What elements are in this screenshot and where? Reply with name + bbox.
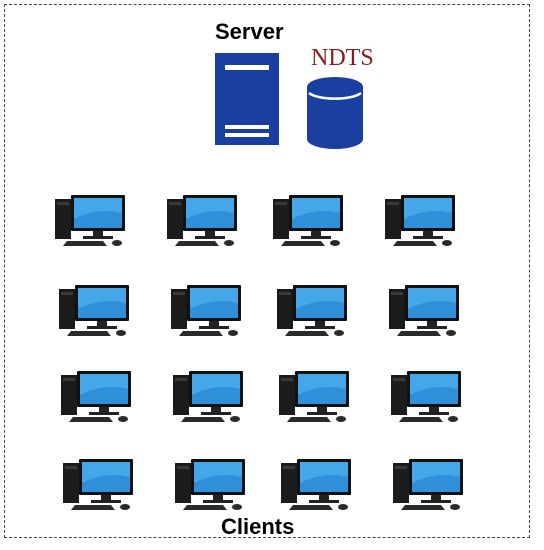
client-computer-icon	[173, 371, 243, 422]
diagram-frame: Server NDTS Clients	[4, 4, 530, 539]
clients-title: Clients	[221, 514, 295, 539]
client-computer-icon	[55, 195, 125, 246]
client-computer-icon	[277, 285, 347, 336]
client-computer-icon	[385, 195, 455, 246]
client-computer-icon	[63, 459, 133, 510]
server-icon	[215, 53, 279, 145]
client-computer-icon	[273, 195, 343, 246]
client-computer-icon	[391, 371, 461, 422]
client-computer-icon	[167, 195, 237, 246]
server-title: Server	[215, 19, 284, 44]
database-icon	[307, 77, 363, 149]
client-computer-icon	[389, 285, 459, 336]
client-computer-icon	[393, 459, 463, 510]
client-computer-icon	[59, 285, 129, 336]
client-computer-icon	[171, 285, 241, 336]
client-computer-icon	[281, 459, 351, 510]
client-computer-icon	[279, 371, 349, 422]
client-computer-icon	[175, 459, 245, 510]
database-label: NDTS	[311, 45, 374, 71]
client-computer-icon	[61, 371, 131, 422]
